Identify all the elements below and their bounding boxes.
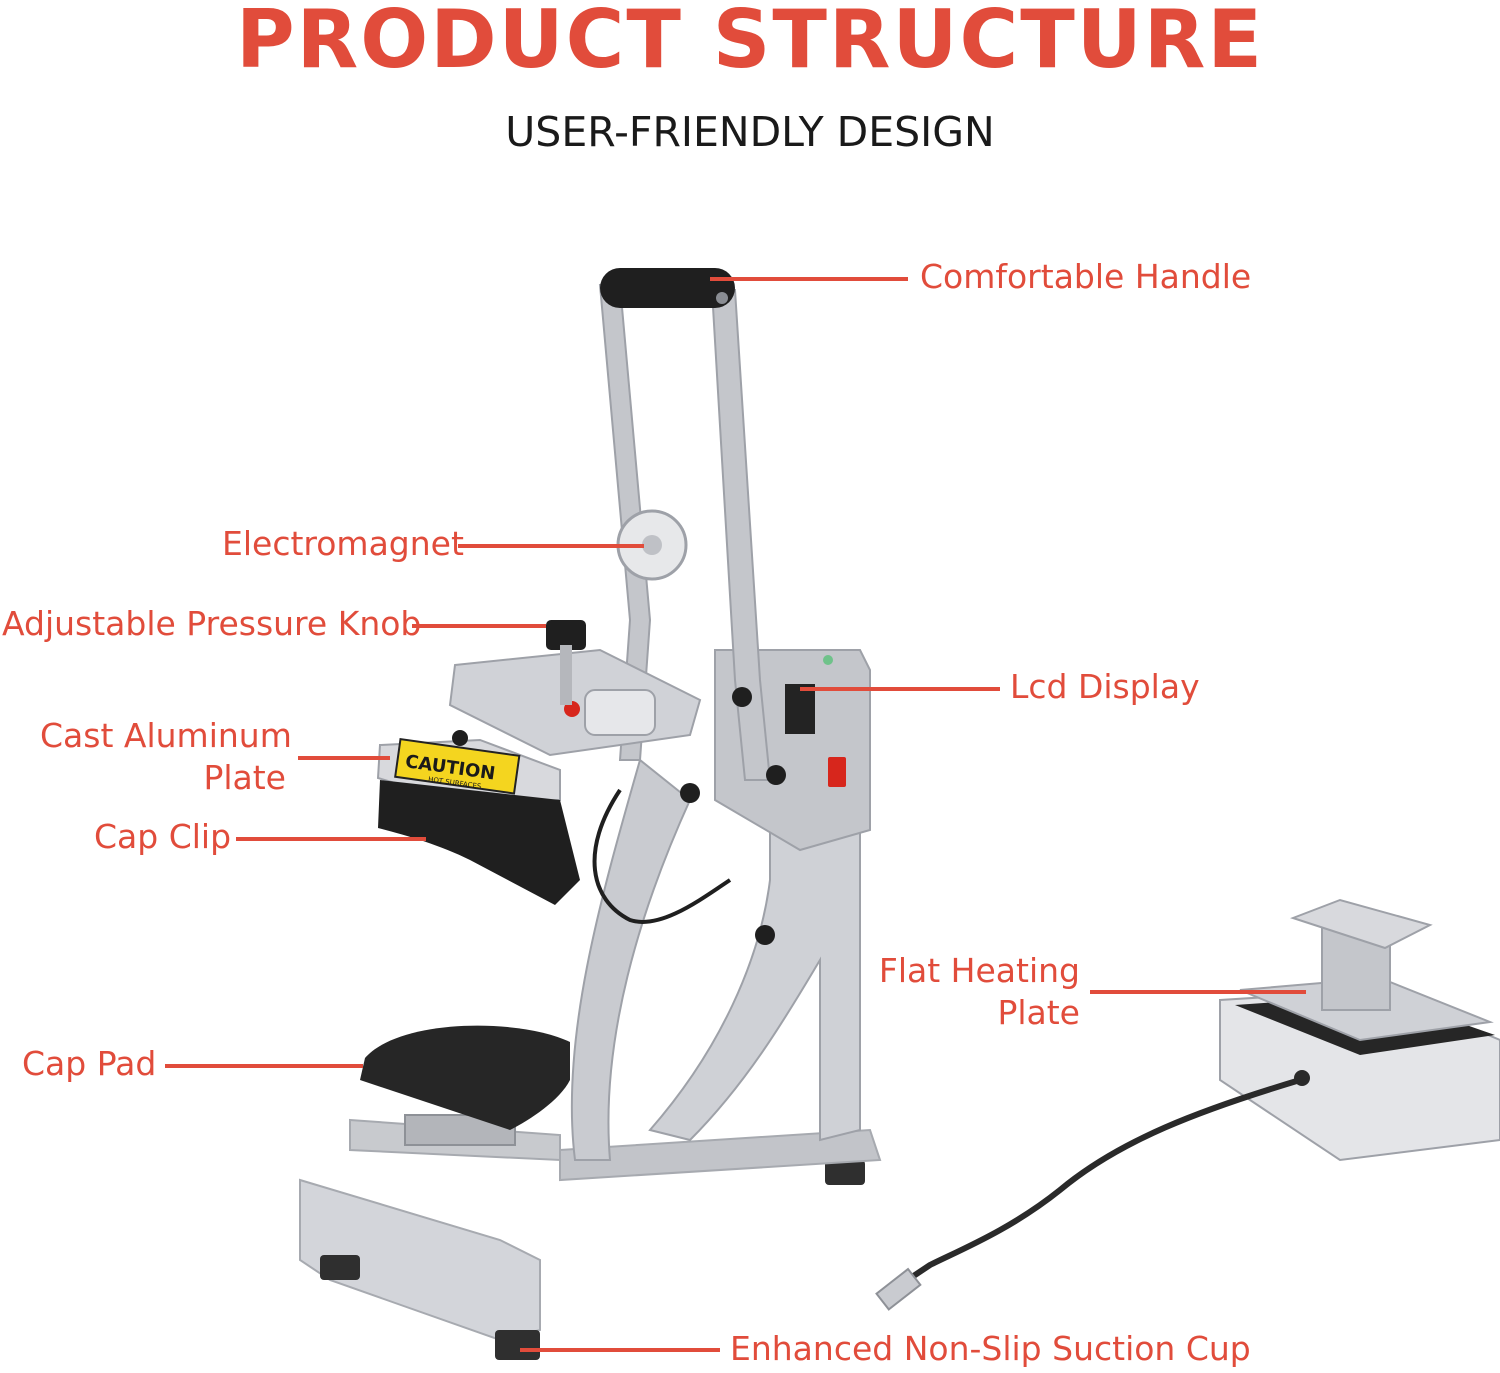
cap-clip xyxy=(378,780,580,905)
suction-cup-rear xyxy=(825,1160,865,1185)
machine-base xyxy=(299,1118,882,1360)
flat-heating-plate xyxy=(1219,898,1500,1162)
leader-comfortable-handle xyxy=(710,277,908,281)
cable xyxy=(592,788,732,924)
frame-bolts xyxy=(680,687,786,945)
leader-cap-clip xyxy=(236,837,426,841)
lcd-screen xyxy=(785,684,815,734)
cap-pad xyxy=(360,1025,570,1146)
page-title: PRODUCT STRUCTURE xyxy=(236,0,1264,86)
cast-aluminum-plate: CAUTION HOT SURFACES xyxy=(376,730,561,807)
status-led xyxy=(823,655,833,665)
leader-flat-heating-plate xyxy=(1090,990,1306,994)
page-subtitle: USER-FRIENDLY DESIGN xyxy=(505,108,995,156)
callout-suction-cup: Enhanced Non-Slip Suction Cup xyxy=(730,1329,1251,1368)
callout-comfortable-handle: Comfortable Handle xyxy=(920,257,1252,296)
suction-cup-left xyxy=(320,1255,360,1280)
callout-cap-pad: Cap Pad xyxy=(22,1044,157,1083)
upper-head xyxy=(448,620,702,757)
flat-plate-cable xyxy=(898,1077,1301,1288)
callout-pressure-knob: Adjustable Pressure Knob xyxy=(2,604,422,643)
callout-cast-aluminum-plate-line1: Cast Aluminum xyxy=(40,716,292,755)
callout-flat-heating-plate-line1: Flat Heating xyxy=(878,951,1080,990)
callout-electromagnet: Electromagnet xyxy=(222,524,464,563)
leader-cap-pad xyxy=(165,1064,363,1068)
callout-cast-aluminum-plate-line2: Plate xyxy=(203,758,286,797)
caution-label xyxy=(394,738,521,795)
leader-electromagnet xyxy=(458,544,644,548)
leader-lcd-display xyxy=(800,687,1000,691)
callout-cap-clip: Cap Clip xyxy=(94,817,232,856)
leader-suction-cup xyxy=(520,1348,720,1352)
power-switch xyxy=(828,757,846,787)
callout-lcd-display: Lcd Display xyxy=(1010,667,1200,706)
leader-cast-aluminum-plate xyxy=(298,756,390,760)
callout-flat-heating-plate-line2: Plate xyxy=(997,993,1080,1032)
leader-pressure-knob xyxy=(412,624,546,628)
pressure-knob xyxy=(546,620,586,650)
handle-grip xyxy=(600,268,735,308)
cable-connector xyxy=(875,1267,922,1311)
suction-cup-front xyxy=(495,1330,540,1360)
